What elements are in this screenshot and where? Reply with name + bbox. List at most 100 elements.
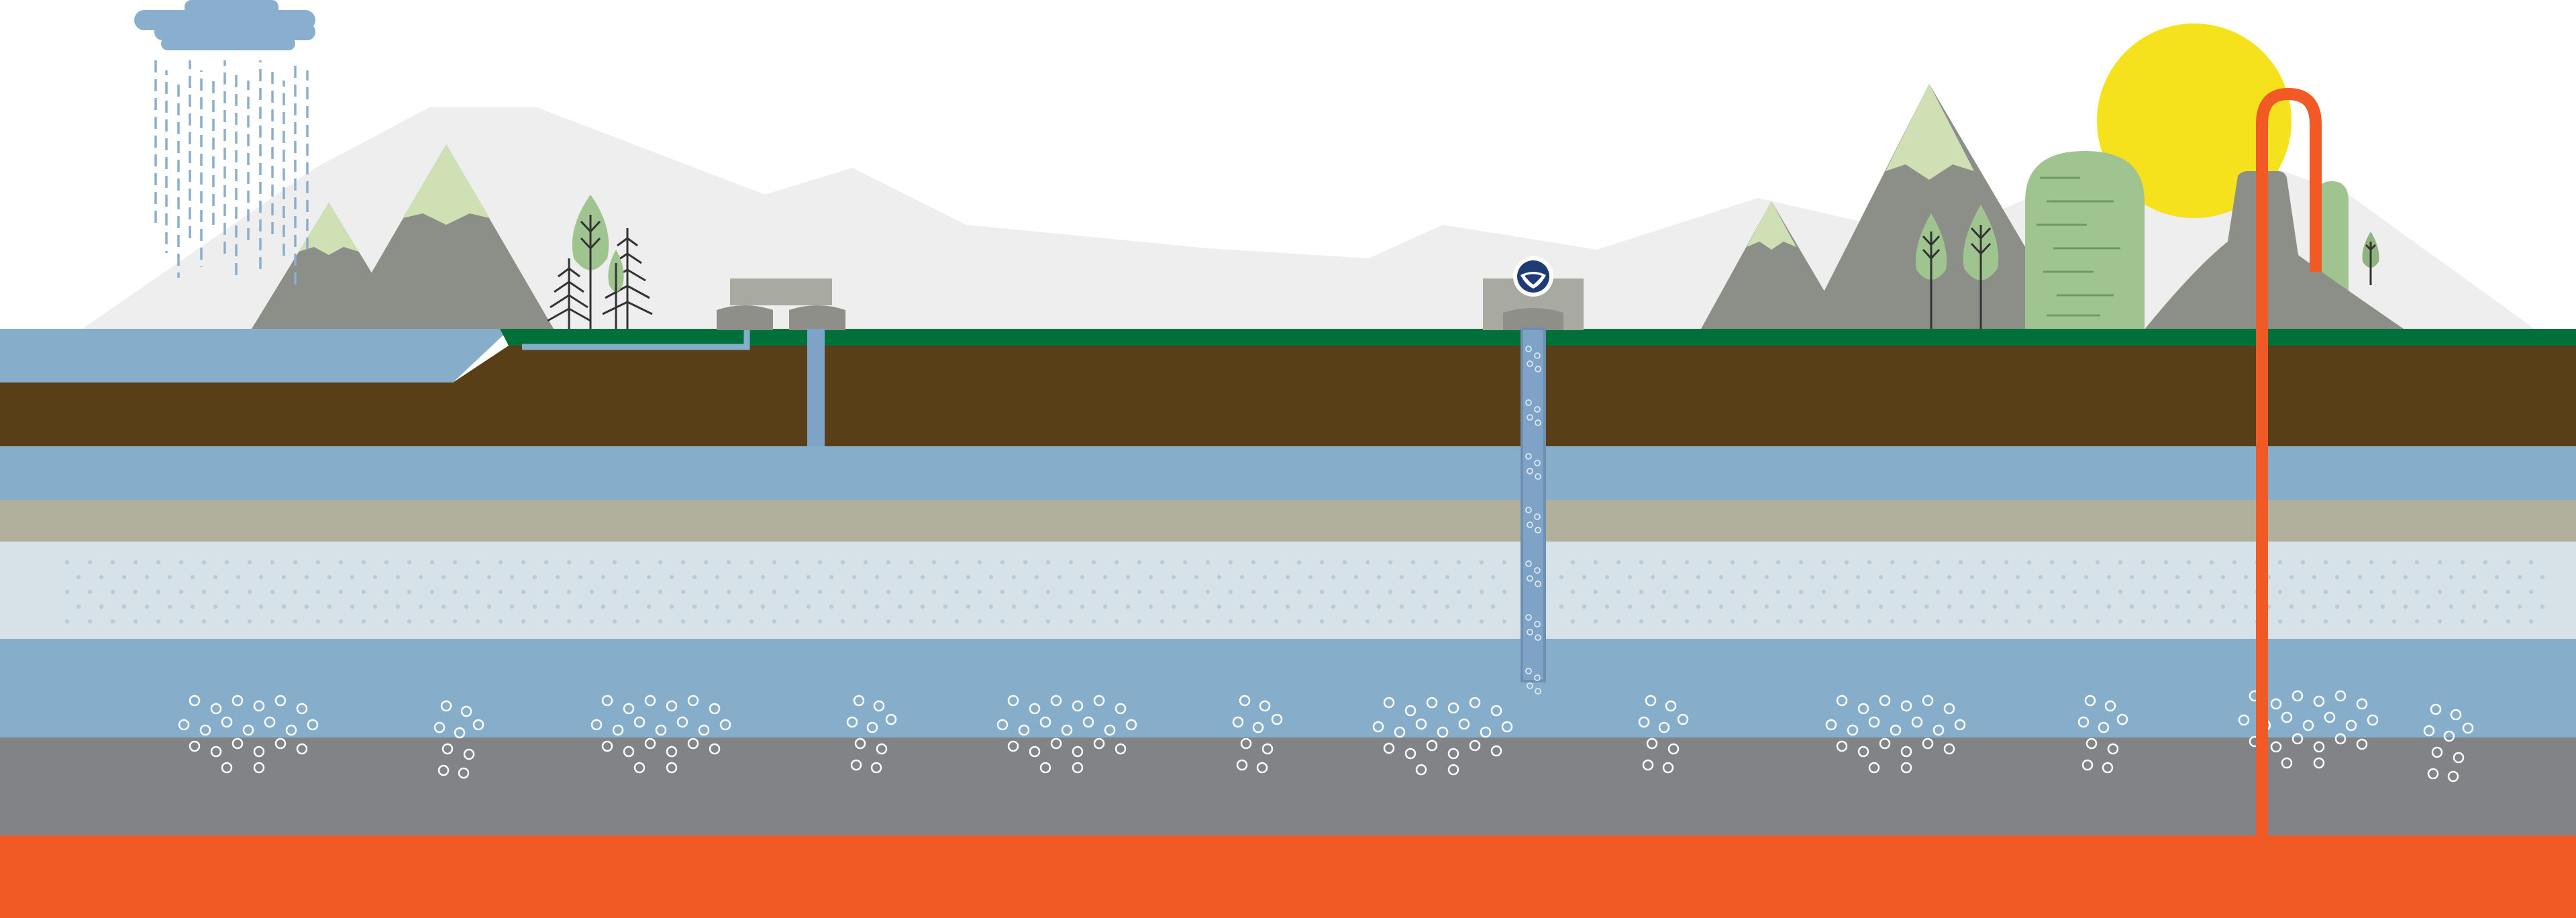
sand-dot [1627, 574, 1633, 580]
sand-dot [521, 619, 526, 624]
sand-dot [213, 574, 218, 580]
well-bubble [1525, 668, 1532, 674]
aquifer-bubble [2081, 759, 2094, 771]
sand-dot [1011, 604, 1017, 609]
sand-dot [2494, 574, 2500, 580]
sand-dot [407, 619, 412, 624]
sand-dot [1251, 560, 1256, 565]
sand-dot [2220, 604, 2226, 609]
sand-dot [1775, 589, 1781, 595]
sand-dot [749, 619, 754, 624]
sand-dot [2072, 589, 2077, 595]
sand-dot [920, 574, 925, 580]
aquifer-bubble [1232, 716, 1244, 728]
sand-dot [1490, 574, 1496, 580]
sand-dot [1821, 560, 1826, 565]
sand-dot [1775, 560, 1781, 565]
sand-dot [772, 589, 777, 595]
sand-dot [2483, 560, 2488, 565]
sand-dot [2528, 589, 2534, 595]
sand-dot [247, 589, 252, 595]
sand-dot [521, 589, 526, 595]
sand-dot [1696, 574, 1701, 580]
aquifer-bubble [1093, 737, 1105, 750]
aquifer-bubble [2334, 690, 2347, 702]
sand-dot [1091, 619, 1096, 624]
aquifer-bubble [2270, 698, 2282, 710]
aquifer-bubble [885, 713, 897, 725]
sand-dot [658, 560, 663, 565]
aquifer-bubble [601, 695, 613, 707]
sand-dot [1433, 589, 1439, 595]
sand-dot [270, 619, 275, 624]
sand-dot [1707, 619, 1712, 624]
sand-dot [555, 574, 560, 580]
sand-dot [1855, 604, 1861, 609]
sand-dot [874, 604, 880, 609]
sand-dot [2289, 604, 2294, 609]
sand-dot [623, 604, 629, 609]
sand-dot [1262, 574, 1268, 580]
sand-dot [110, 560, 115, 565]
aquifer-bubble [1426, 697, 1438, 709]
well-bubble [1534, 621, 1541, 627]
well-bubble [1534, 352, 1541, 359]
sand-dot [2460, 619, 2465, 624]
sand-dot [715, 574, 720, 580]
sand-dot [2449, 604, 2454, 609]
sand-dot [1947, 604, 1952, 609]
sand-dot [886, 560, 891, 565]
sand-dot [2369, 589, 2374, 595]
left-mountains [252, 144, 554, 329]
aquifer-bubble [1029, 703, 1041, 715]
aquifer-bubble [440, 700, 452, 712]
sand-dot [852, 574, 857, 580]
well-bubble [1534, 460, 1541, 466]
sand-dot [1844, 560, 1849, 565]
sand-dot [2095, 619, 2100, 624]
sand-dot [224, 589, 229, 595]
sand-dot [64, 619, 70, 624]
sand-dot [1570, 619, 1576, 624]
sand-dot [2061, 574, 2066, 580]
aquifer-bubble [1007, 740, 1019, 752]
aquifer-bubble [1082, 716, 1094, 728]
sand-dot [566, 619, 572, 624]
aquifer-bubble [1847, 724, 1859, 736]
sand-dot [1148, 574, 1153, 580]
aquifer-bubble [1072, 746, 1084, 758]
sand-dot [1639, 619, 1644, 624]
aquifer-bubble [870, 762, 882, 774]
sand-dot [133, 560, 138, 565]
sand-dot [2346, 589, 2351, 595]
sand-dot [1205, 619, 1210, 624]
right-trees [1915, 205, 2379, 339]
sand-dot [1821, 589, 1826, 595]
sand-dot [1274, 619, 1279, 624]
sand-dot [1798, 560, 1804, 565]
sand-dot [87, 619, 93, 624]
sand-dot [1342, 619, 1347, 624]
aquifer-bubble [274, 737, 287, 750]
aquifer-bubble [853, 695, 865, 707]
sand-dot [2198, 574, 2203, 580]
aquifer-bubble [1857, 746, 1869, 758]
sand-dot [2346, 619, 2351, 624]
sand-dot [589, 619, 595, 624]
sand-dot [1217, 604, 1222, 609]
sand-dot [1947, 574, 1952, 580]
aquifer-bubble [1933, 724, 1945, 736]
sand-dot [943, 604, 948, 609]
aquifer-bubble [1900, 762, 1912, 774]
sand-dot [1467, 574, 1473, 580]
sand-dot [977, 619, 982, 624]
sand-dot [578, 604, 583, 609]
sand-dot [2026, 619, 2032, 624]
sand-dot [2163, 589, 2169, 595]
aquifer-bubble [601, 740, 613, 752]
sand-dot [680, 560, 686, 565]
sand-dot [1217, 574, 1222, 580]
aquifer-bubble [2107, 743, 2119, 755]
aquifer-bubble [1645, 695, 1657, 707]
sand-dot [1205, 560, 1210, 565]
